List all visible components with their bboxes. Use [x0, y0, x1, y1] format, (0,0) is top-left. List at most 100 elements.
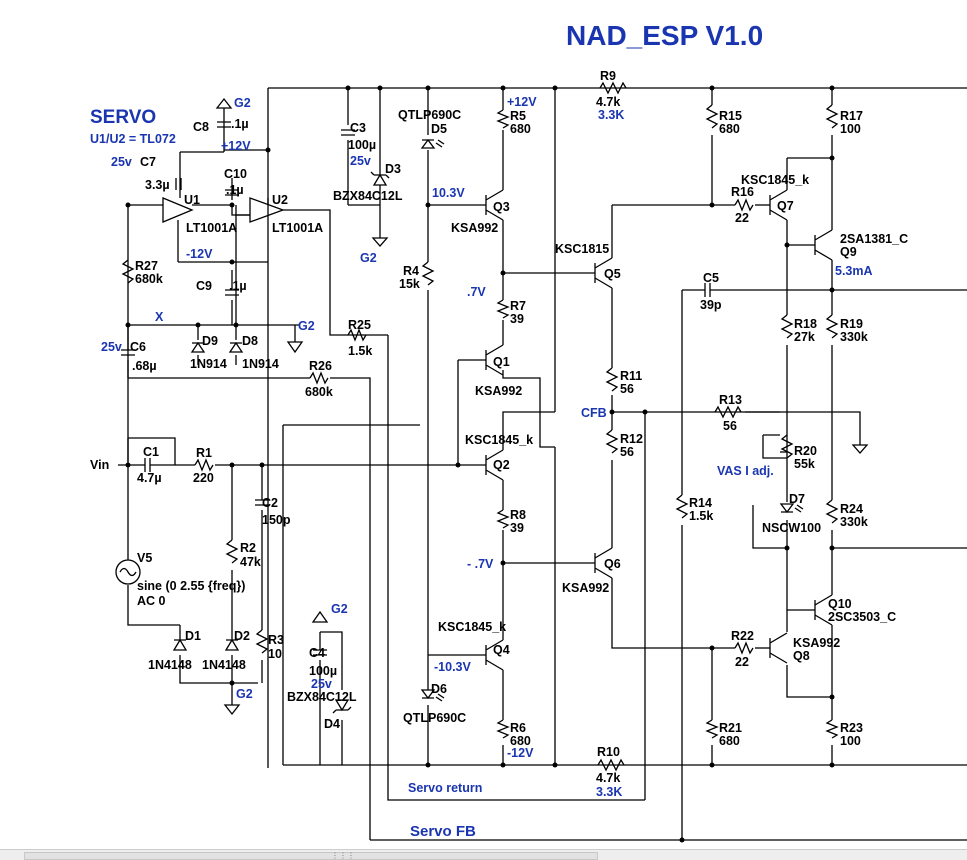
c1-ref: C1	[143, 445, 159, 459]
ground-r13	[851, 444, 869, 454]
resistor-R6-symbol	[496, 719, 510, 739]
zener-D3-symbol	[370, 171, 390, 186]
resistor-R2-symbol	[225, 539, 239, 564]
r23-ref: R23	[840, 721, 863, 735]
d4-ref: D4	[324, 717, 340, 731]
resistor-R24-symbol	[825, 499, 839, 524]
d8-ref: D8	[242, 334, 258, 348]
c3-rating: 25v	[350, 154, 371, 168]
opamp-U1-symbol	[162, 197, 194, 223]
resistor-R1-symbol	[194, 458, 214, 472]
c3-value: 100µ	[348, 138, 376, 152]
d6-value: QTLP690C	[403, 711, 466, 725]
r10-value: 4.7k	[596, 771, 620, 785]
r21-value: 680	[719, 734, 740, 748]
r1-ref: R1	[196, 446, 212, 460]
d3-ref: D3	[385, 162, 401, 176]
q8-ref: Q8	[793, 649, 810, 663]
transistor-Q3-symbol	[485, 189, 504, 221]
q6-ref: Q6	[604, 557, 621, 571]
r14-value: 1.5k	[689, 509, 713, 523]
rail-pos-label-servo: +12V	[221, 139, 251, 153]
zener-D4-symbol	[332, 699, 352, 714]
source-V5-symbol	[115, 559, 141, 585]
d2-value: 1N4148	[202, 658, 246, 672]
r11-ref: R11	[620, 369, 642, 383]
transistor-Q10-symbol	[814, 594, 833, 626]
horizontal-scrollbar[interactable]: ⋮⋮⋮	[0, 849, 967, 860]
c5-ref: C5	[703, 271, 719, 285]
d7-ref: D7	[789, 492, 805, 506]
vas-adj-label: VAS I adj.	[717, 464, 774, 478]
q1-ref: Q1	[493, 355, 510, 369]
servo-note: U1/U2 = TL072	[90, 132, 176, 146]
resistor-symbols	[121, 81, 839, 772]
rail-neg-label-q4: -12V	[507, 746, 534, 760]
r10-ref: R10	[597, 745, 620, 759]
voltage-q4-base: -10.3V	[434, 660, 471, 674]
r26-ref: R26	[309, 359, 332, 373]
q5-ref: Q5	[604, 267, 621, 281]
q1-value: KSA992	[475, 384, 522, 398]
c5-value: 39p	[700, 298, 722, 312]
c9-value: .1µ	[229, 279, 247, 293]
diode-D9-symbol	[190, 341, 206, 353]
ground-c8	[215, 97, 233, 109]
resistor-R14-symbol	[675, 494, 689, 519]
r23-value: 100	[840, 734, 861, 748]
r9-ref: R9	[600, 69, 616, 83]
transistor-Q7-symbol	[769, 189, 788, 221]
led-D7-symbol	[779, 503, 804, 514]
resistor-R26-symbol	[309, 371, 329, 385]
ground-c4	[311, 610, 329, 623]
r2-ref: R2	[240, 541, 256, 555]
r3-value: 10	[268, 647, 282, 661]
r19-ref: R19	[840, 317, 863, 331]
r9-value: 4.7k	[596, 95, 620, 109]
d3-value: BZX84C12L	[333, 189, 403, 203]
r10-alt-value: 3.3K	[596, 785, 622, 799]
resistor-R9-symbol	[599, 81, 627, 95]
r12-ref: R12	[620, 432, 643, 446]
d8-value: 1N914	[242, 357, 279, 371]
q6-value: KSA992	[562, 581, 609, 595]
resistor-R16-symbol	[734, 198, 754, 212]
capacitor-C8-symbol	[217, 121, 231, 128]
q9-value: 2SA1381_C	[840, 232, 908, 246]
diode-D8-symbol	[228, 341, 244, 353]
led-D5-symbol	[420, 138, 445, 149]
r8-value: 39	[510, 521, 524, 535]
resistor-R3-symbol	[255, 629, 269, 654]
capacitor-C4-symbol	[313, 649, 327, 656]
r20-ref: R20	[794, 444, 817, 458]
capacitor-C1-symbol	[140, 458, 155, 472]
resistor-R27-symbol	[121, 259, 135, 284]
schematic-title: NAD_ESP V1.0	[566, 20, 763, 51]
d9-value: 1N914	[190, 357, 227, 371]
capacitor-C9-symbol	[225, 289, 239, 296]
c8-value: .1µ	[231, 117, 249, 131]
r17-value: 100	[840, 122, 861, 136]
r15-value: 680	[719, 122, 740, 136]
c2-ref: C2	[262, 496, 278, 510]
ground-symbols	[215, 97, 869, 716]
servo-fb-label: Servo FB	[410, 823, 476, 840]
d2-ref: D2	[234, 629, 250, 643]
scrollbar-grip-icon: ⋮⋮⋮	[331, 851, 355, 860]
transistor-Q8-symbol	[769, 632, 788, 664]
resistor-R15-symbol	[705, 104, 719, 129]
capacitor-C2-symbol	[255, 499, 269, 506]
rail-neg-label-servo: -12V	[186, 247, 213, 261]
v5-value: sine (0 2.55 {freq})	[137, 579, 245, 593]
q4-value: KSC1845_k	[438, 620, 506, 634]
d5-ref: D5	[431, 122, 447, 136]
r22-value: 22	[735, 655, 749, 669]
voltage-q1-base: .7V	[467, 285, 486, 299]
capacitor-C7-symbol	[175, 178, 182, 190]
led-D6-symbol	[420, 689, 445, 702]
u1-ref: U1	[184, 193, 200, 207]
rail-pos-label-q3: +12V	[507, 95, 537, 109]
net-x: X	[155, 310, 164, 324]
r24-ref: R24	[840, 502, 863, 516]
